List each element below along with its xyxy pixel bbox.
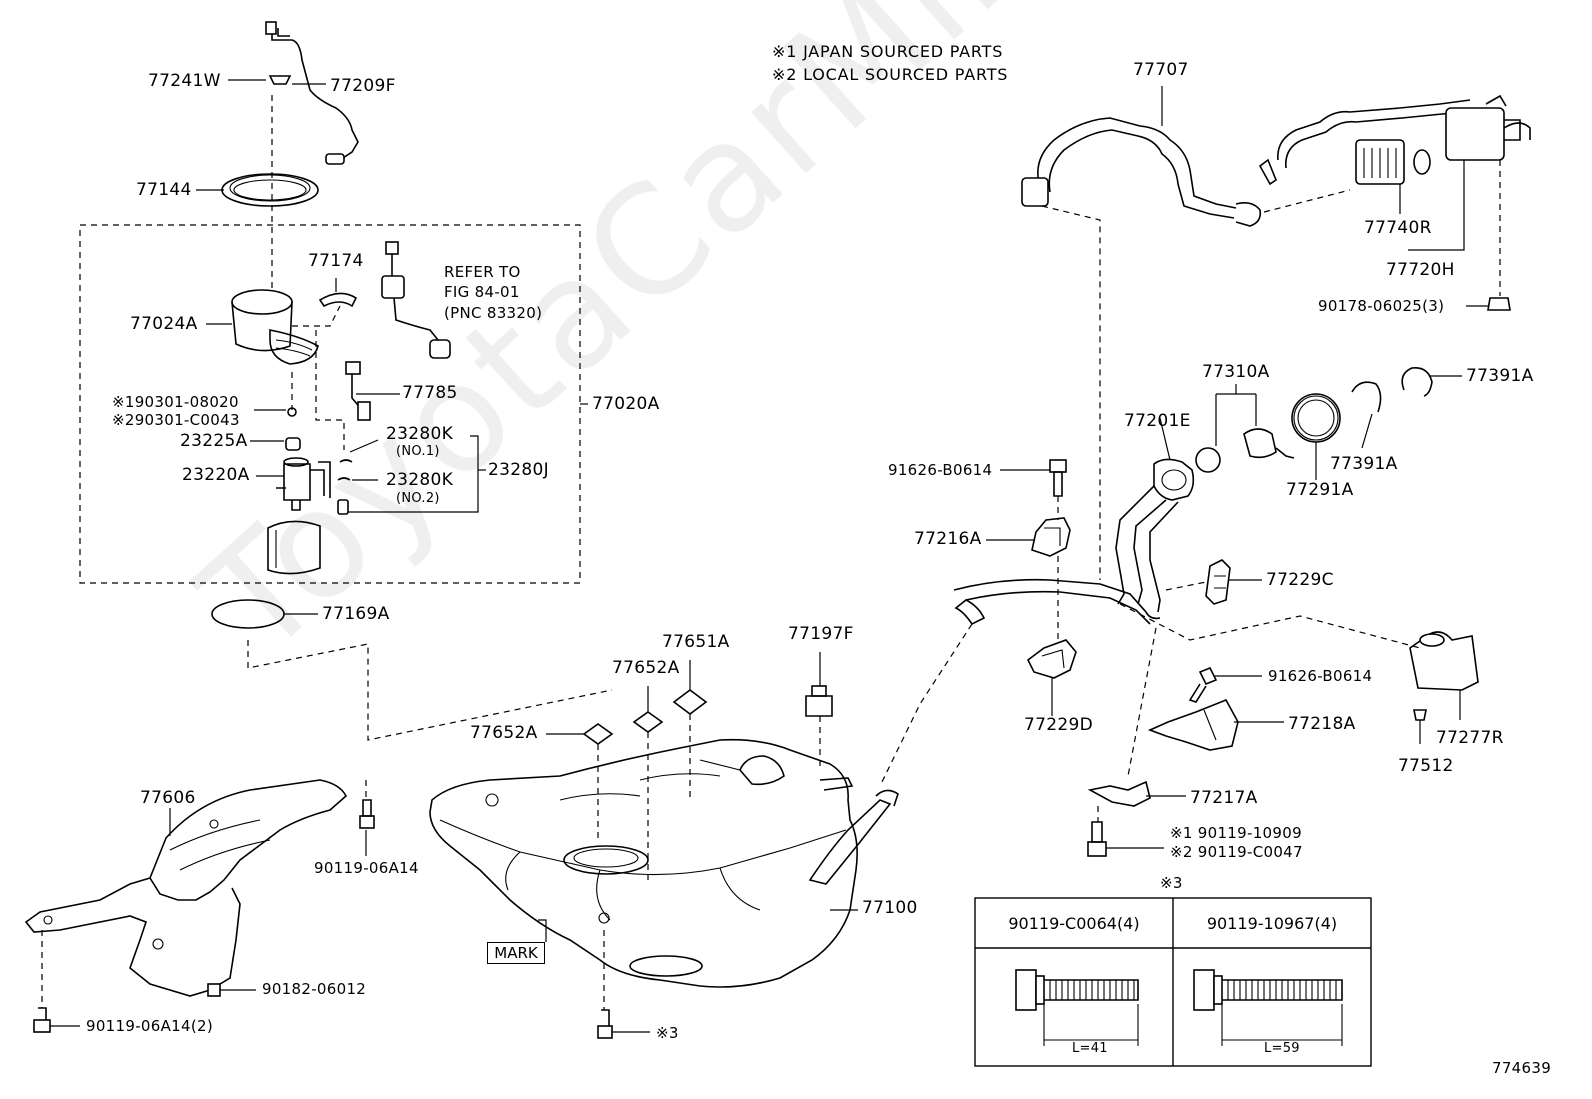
mark-box: MARK [487,942,545,964]
clip-77197F [805,685,833,717]
label-77217A: 77217A [1190,788,1258,808]
figure-number: 774639 [1492,1059,1552,1077]
label-77652A-b: 77652A [470,723,538,743]
label-290301-C0043: ※290301-C0043 [112,411,240,429]
label-refer-fig: FIG 84-01 [444,283,520,301]
label-77652A-a: 77652A [612,658,680,678]
label-77209F: 77209F [330,76,396,96]
bracket-77216A [1031,517,1071,557]
pump-bracket-77024A [231,289,319,365]
clip-77512 [1413,709,1427,721]
label-77197F: 77197F [788,624,854,644]
ring-77391A-a [1401,366,1433,397]
label-77277R: 77277R [1436,728,1504,748]
harness-83320 [381,241,451,359]
label-77291A: 77291A [1286,480,1354,500]
label-77229D: 77229D [1024,715,1093,735]
label-23280J: 23280J [488,460,549,480]
filter [267,520,321,575]
label-90119-10909: ※1 90119-10909 [1170,824,1302,842]
table-length-col1: L=41 [1072,1041,1108,1056]
label-ref3-tank: ※3 [656,1024,679,1042]
bolt-91626-B0614-b [1188,666,1218,703]
label-77391A-a: 77391A [1466,366,1534,386]
label-77169A: 77169A [322,604,390,624]
label-77652A-marker-a [632,711,664,733]
label-77785: 77785 [402,383,458,403]
label-no2: (NO.2) [396,491,440,506]
label-77740R: 77740R [1364,218,1432,238]
label-91626-B0614-a: 91626-B0614 [888,461,993,479]
box-77277R [1409,631,1479,691]
bracket-77217A [1087,780,1151,807]
label-77606: 77606 [140,788,196,808]
label-77100: 77100 [862,898,918,918]
table-head-col2: 90119-10967(4) [1206,913,1338,933]
note-japan-sourced: ※1 JAPAN SOURCED PARTS [772,42,1004,61]
label-90182-06012: 90182-06012 [262,980,367,998]
label-90119-C0047: ※2 90119-C0047 [1170,843,1303,861]
clip-77229C [1205,559,1231,605]
gasket-77169A [211,599,285,629]
label-77720H: 77720H [1386,260,1455,280]
pump-23220A [276,437,331,511]
label-77512: 77512 [1398,756,1454,776]
label-23280K-no1: 23280K [386,424,454,444]
nut-90178-06025 [1487,297,1511,311]
label-77707: 77707 [1133,60,1189,80]
o-rings-23280K [337,459,353,515]
note-local-sourced: ※2 LOCAL SOURCED PARTS [772,65,1009,84]
bracket-77218A [1147,698,1239,751]
label-refer-pnc: (PNC 83320) [444,304,543,322]
sender-77785 [345,361,371,421]
table-length-col2: L=59 [1264,1041,1300,1056]
bolt-table [974,897,1372,1067]
label-refer-to: REFER TO [444,263,521,281]
label-77229C: 77229C [1266,570,1334,590]
ring-77391A-b [1351,381,1382,413]
label-90119-06A14: 90119-06A14 [314,859,419,877]
filler-pipe-77201E [953,458,1195,626]
label-77201E: 77201E [1124,411,1191,431]
retainer-77144 [221,173,319,207]
label-table-ref3: ※3 [1160,874,1183,892]
protector-77606 [24,779,347,997]
label-no1: (NO.1) [396,444,440,459]
label-90119-06A14-2: 90119-06A14(2) [86,1017,214,1035]
bolt-90119-06A14 [359,799,375,829]
label-77651A-marker [672,689,708,715]
label-77310A: 77310A [1202,362,1270,382]
label-77216A: 77216A [914,529,982,549]
cap-77310A [1195,428,1295,473]
label-77024A: 77024A [130,314,198,334]
table-head-col1: 90119-C0064(4) [1008,913,1140,933]
clamp-77174 [318,292,358,308]
label-23225A: 23225A [180,431,248,451]
label-77174: 77174 [308,251,364,271]
bolt-90119-06A14-2 [33,1007,51,1033]
label-77144: 77144 [136,180,192,200]
hose-77707 [1021,86,1262,227]
label-91626-B0614-b: 91626-B0614 [1268,667,1373,685]
label-77218A: 77218A [1288,714,1356,734]
nut-90182-06012 [207,983,221,997]
label-190301-08020: ※190301-08020 [112,393,239,411]
bolt-91626-B0614-a [1049,459,1067,497]
label-77391A-b: 77391A [1330,454,1398,474]
sender-wire-77209F [265,21,359,165]
label-90178-06025: 90178-06025(3) [1318,297,1445,315]
label-23280K-no2: 23280K [386,470,454,490]
canister-77740R [1258,94,1531,186]
tank-bolt [597,1009,613,1039]
gasket-77291A [1291,393,1341,443]
label-77652A-marker-b [582,723,614,745]
label-77241W: 77241W [148,71,221,91]
bracket-77229D [1026,639,1077,679]
bolt-90119-10909 [1087,821,1107,857]
label-23220A: 23220A [182,465,250,485]
label-77020A: 77020A [592,394,660,414]
label-77651A: 77651A [662,632,730,652]
